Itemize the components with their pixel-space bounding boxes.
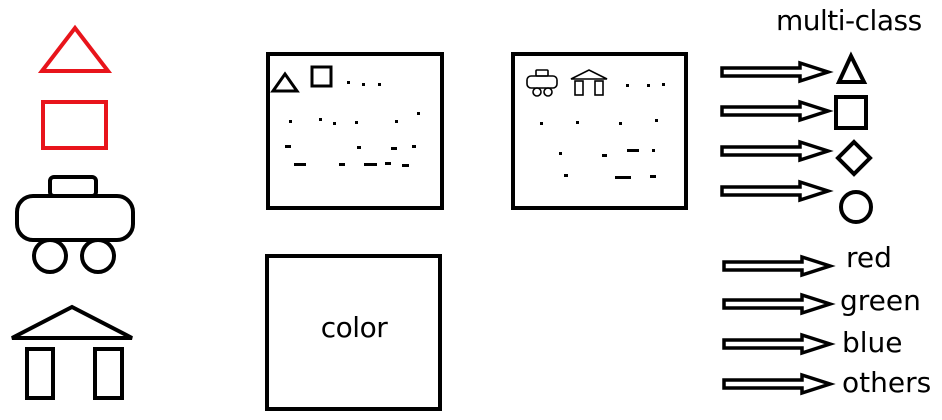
output-diamond-icon — [835, 139, 873, 177]
output-label-others: others — [842, 366, 932, 399]
multi-class-title: multi-class — [776, 4, 922, 37]
color-arrow-4 — [722, 372, 836, 396]
output-label-red: red — [846, 241, 892, 274]
output-label-green: green — [840, 284, 921, 317]
scene-box-shapes-dots — [285, 81, 420, 167]
legend-building-icon — [11, 304, 133, 400]
output-square-icon — [834, 95, 868, 130]
scene-box-objects — [511, 52, 688, 210]
shape-arrow-4 — [720, 179, 834, 203]
output-triangle-icon — [835, 51, 868, 84]
shape-arrow-1 — [720, 60, 834, 84]
color-arrow-3 — [722, 332, 836, 356]
color-arrow-2 — [722, 292, 836, 316]
legend-square-icon — [41, 100, 108, 150]
scene-box-shapes — [266, 52, 444, 210]
output-label-blue: blue — [842, 326, 903, 359]
color-arrow-1 — [722, 254, 836, 278]
mini-building-icon — [570, 69, 608, 96]
output-circle-icon — [839, 190, 873, 224]
shape-arrow-2 — [720, 99, 834, 123]
shape-arrows — [720, 60, 834, 203]
legend-triangle-icon — [37, 24, 113, 73]
mini-vehicle-icon — [526, 69, 558, 97]
color-arrows — [722, 254, 836, 396]
scene-box-objects-dots — [540, 83, 665, 179]
color-box — [265, 254, 442, 411]
shape-arrow-3 — [720, 139, 834, 163]
legend-vehicle-icon — [15, 175, 135, 274]
color-box-label: color — [320, 311, 388, 344]
